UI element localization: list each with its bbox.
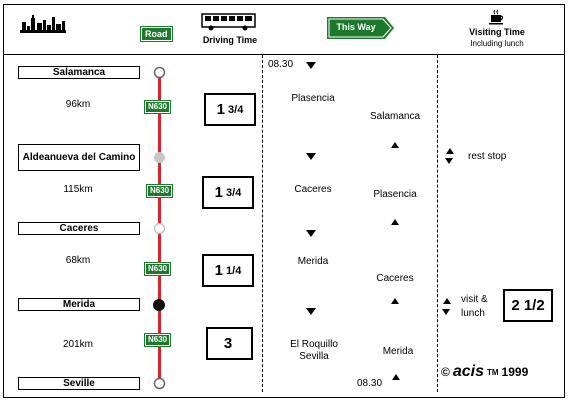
road-badge: N630 bbox=[143, 333, 172, 347]
column-divider-2 bbox=[437, 55, 438, 392]
outbound-city: Caceres bbox=[294, 184, 332, 195]
visiting-time-sub: Including lunch bbox=[470, 39, 524, 48]
driving-time-whole: 1 bbox=[214, 262, 224, 279]
road-badge: N630 bbox=[145, 184, 174, 198]
down-arrow-icon bbox=[306, 153, 316, 160]
copyright: © acis TM 1999 bbox=[441, 363, 528, 381]
return-city: Salamanca bbox=[369, 111, 421, 122]
this-way-label: This Way bbox=[336, 22, 376, 32]
up-arrow-icon bbox=[391, 219, 399, 225]
skyline-icon bbox=[20, 15, 66, 33]
coffee-cup-icon bbox=[489, 9, 504, 25]
stop-marker-rest bbox=[154, 152, 165, 163]
leg-distance: 201km bbox=[62, 339, 93, 350]
stop-salamanca: Salamanca bbox=[18, 66, 140, 79]
leg-distance: 96km bbox=[65, 99, 91, 110]
header-divider bbox=[3, 54, 565, 55]
stop-marker-open bbox=[153, 66, 166, 79]
visit-lunch-label-2: lunch bbox=[461, 308, 485, 319]
up-arrow-icon bbox=[391, 142, 399, 148]
driving-time-box: 3 bbox=[206, 327, 253, 360]
outbound-city: Merida bbox=[297, 256, 329, 267]
driving-time-frac: 3/4 bbox=[228, 103, 244, 116]
up-arrow-icon bbox=[392, 374, 400, 380]
column-divider-1 bbox=[262, 55, 263, 392]
outbound-city: El Roquillo Sevilla bbox=[290, 339, 338, 362]
down-arrow-icon bbox=[306, 62, 316, 69]
return-city: Merida bbox=[382, 346, 414, 357]
return-city: Caceres bbox=[376, 273, 414, 284]
stop-marker-open bbox=[153, 377, 166, 390]
up-arrow-icon bbox=[446, 148, 454, 154]
stop-seville: Seville bbox=[18, 377, 140, 390]
down-arrow-icon bbox=[306, 230, 316, 237]
down-arrow-icon bbox=[442, 309, 450, 315]
acis-logo: acis bbox=[452, 363, 484, 380]
leg-distance: 115km bbox=[63, 184, 93, 195]
bus-icon bbox=[201, 13, 256, 31]
driving-time-whole: 1 bbox=[214, 184, 224, 201]
end-time: 08.30 bbox=[357, 378, 383, 389]
driving-time-frac: 3/4 bbox=[226, 186, 242, 199]
driving-time-frac: 1/4 bbox=[226, 264, 242, 277]
visit-time-box: 2 1/2 bbox=[503, 289, 553, 322]
down-arrow-icon bbox=[445, 158, 453, 164]
stop-merida: Merida bbox=[18, 298, 140, 311]
driving-time-whole: 1 bbox=[216, 101, 226, 118]
stop-aldeanueva: Aldeanueva del Camino bbox=[18, 144, 140, 171]
stop-caceres: Caceres bbox=[18, 222, 140, 235]
up-arrow-icon bbox=[443, 298, 451, 304]
road-badge: N630 bbox=[143, 100, 172, 114]
start-time: 08.30 bbox=[268, 59, 294, 70]
trademark: TM bbox=[486, 367, 499, 377]
road-badge: N630 bbox=[143, 262, 172, 276]
stop-marker-visit bbox=[153, 299, 165, 311]
outbound-city: Plasencia bbox=[291, 93, 335, 104]
copyright-year: 1999 bbox=[501, 365, 529, 379]
down-arrow-icon bbox=[306, 308, 316, 315]
road-header-badge: Road bbox=[140, 26, 173, 42]
visiting-time-header: Visiting Time bbox=[469, 27, 525, 37]
visit-lunch-label-1: visit & bbox=[461, 294, 488, 305]
return-city: Plasencia bbox=[373, 189, 417, 200]
stop-marker-open bbox=[153, 222, 166, 235]
leg-distance: 68km bbox=[65, 255, 91, 266]
driving-time-whole: 3 bbox=[223, 335, 233, 352]
rest-stop-label: rest stop bbox=[468, 151, 507, 162]
copyright-symbol: © bbox=[441, 365, 450, 379]
driving-time-header: Driving Time bbox=[202, 35, 258, 45]
arrow-sign-icon bbox=[327, 17, 394, 39]
up-arrow-icon bbox=[391, 298, 399, 304]
